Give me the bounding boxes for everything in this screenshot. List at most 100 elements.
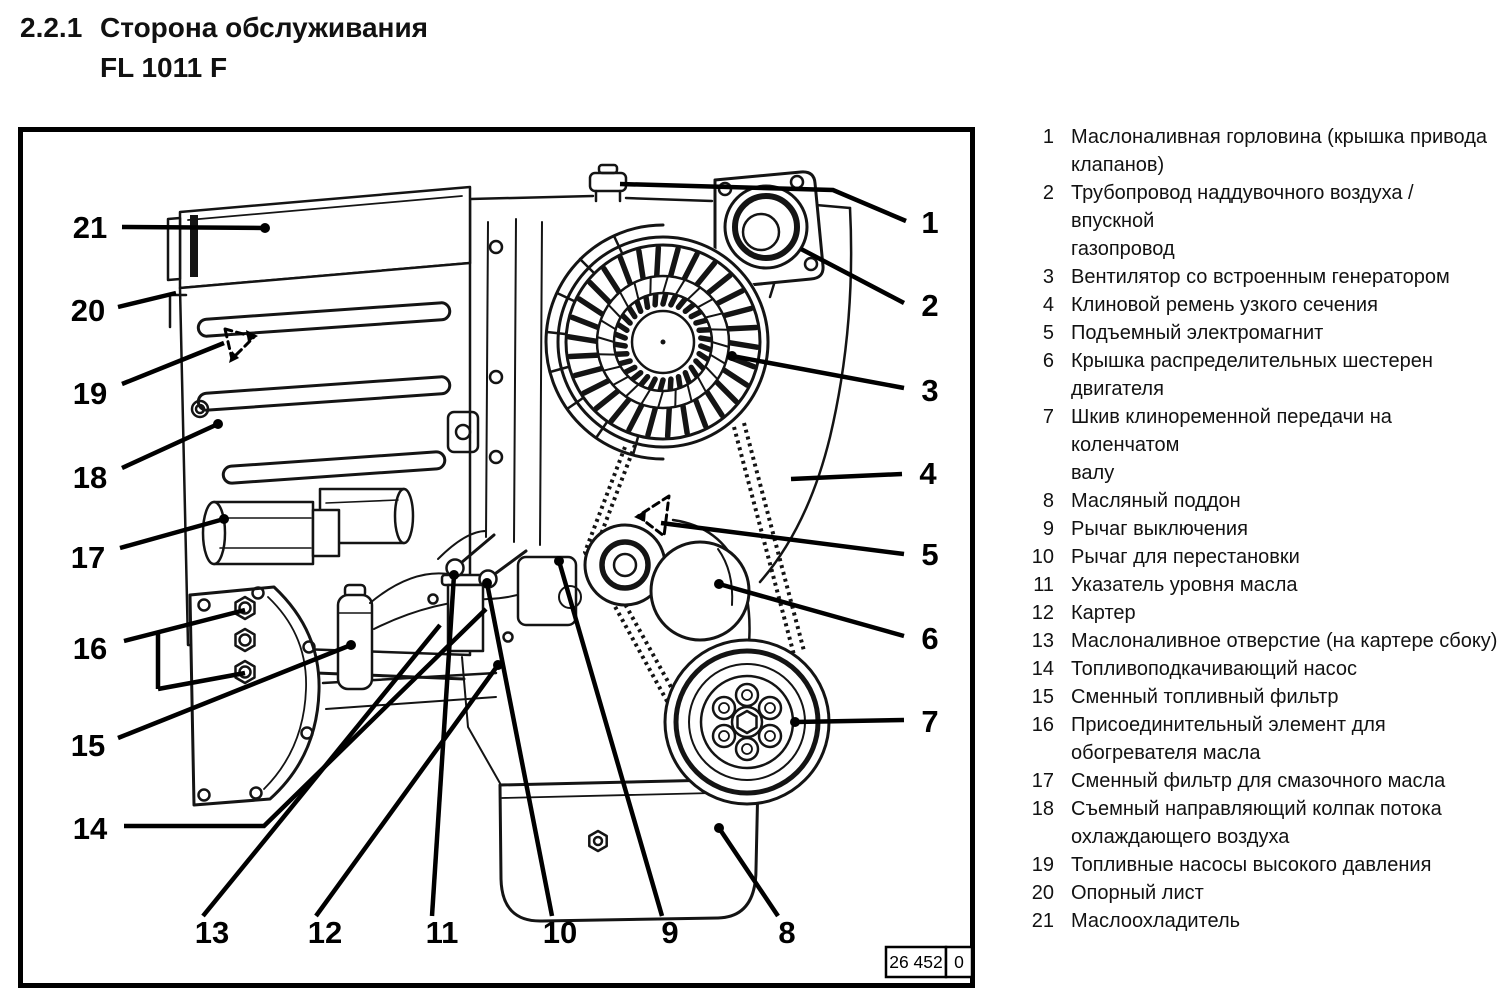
legend-item-6-number: 6 [1042,350,1054,372]
figure-code-box: 26 452 0 [884,945,974,979]
legend-item-15-number: 15 [1031,686,1054,708]
callout-16-label: 16 [73,631,107,666]
legend-item-12: 12 Картер [1028,599,1500,627]
legend-item-9-text: Рычаг выключения [1071,518,1248,540]
legend-item-15: 15 Сменный топливный фильтр [1028,683,1500,711]
section-heading: 2.2.1 Сторона обслуживания FL 1011 F [20,8,428,88]
callout-10-label: 10 [543,915,577,950]
legend-item-5-text: Подъемный электромагнит [1071,322,1324,344]
lifting-magnet-arrow-icon [636,494,671,538]
legend-item-17-number: 17 [1031,770,1054,792]
crank-pulley-drawing [663,638,831,806]
legend-item-21: 21 Маслоохладитель [1028,907,1500,935]
legend-item-17-text: Сменный фильтр для смазочного масла [1071,770,1446,792]
callout-leader-lines [117,181,907,918]
engine-diagram-figure: 1 2 3 4 5 6 7 8 9 10 11 12 13 14 15 16 1… [18,127,975,988]
legend-item-17: 17 Сменный фильтр для смазочного масла [1028,767,1500,795]
callout-7-label: 7 [921,704,938,739]
callout-17-label: 17 [71,540,105,575]
legend-item-16: 16 Присоединительный элемент для обогрева… [1028,711,1500,767]
legend-item-9-number: 9 [1042,518,1054,540]
tensioner-pulley-drawing [583,523,751,642]
section-title-line2: FL 1011 F [100,52,228,83]
legend-item-16-number: 16 [1031,714,1054,736]
section-title: Сторона обслуживания FL 1011 F [100,8,428,88]
legend-item-14-text: Топливоподкачивающий насос [1071,658,1358,680]
callout-15-label: 15 [71,728,105,763]
callout-1-label: 1 [921,205,938,240]
engine-drawing [166,163,853,923]
figure-revision: 0 [954,952,964,972]
legend-item-8-number: 8 [1042,490,1054,512]
legend-item-21-text: Маслоохладитель [1071,910,1241,932]
legend-item-5-number: 5 [1042,322,1054,344]
legend-item-16-text: Присоединительный элемент для обогревате… [1071,714,1386,764]
legend: 1 Маслоналивная горловина (крышка привода… [1028,123,1500,935]
legend-item-1: 1 Маслоналивная горловина (крышка привода… [1028,123,1500,179]
legend-item-13-number: 13 [1031,630,1054,652]
legend-item-18: 18 Съемный направляющий колпак потока охл… [1028,795,1500,851]
legend-item-18-number: 18 [1031,798,1054,820]
section-number: 2.2.1 [20,12,83,43]
legend-item-3: 3 Вентилятор со встроенным генератором [1028,263,1500,291]
callout-leader-dots [213,223,800,833]
legend-item-5: 5 Подъемный электромагнит [1028,319,1500,347]
legend-item-8-text: Масляный поддон [1071,490,1241,512]
legend-item-19: 19 Топливные насосы высокого давления [1028,851,1500,879]
callout-19-label: 19 [73,376,107,411]
legend-item-11-text: Указатель уровня масла [1071,574,1298,596]
hidden-pumps-arrow-icon [223,327,256,361]
oil-cooler-drawing [166,185,472,290]
callout-18-label: 18 [73,460,107,495]
callout-3-label: 3 [921,373,938,408]
legend-item-18-text: Съемный направляющий колпак потока охлаж… [1071,798,1442,848]
figure-frame [18,127,975,988]
legend-item-15-text: Сменный топливный фильтр [1071,686,1339,708]
legend-item-2-text: Трубопровод наддувочного воздуха / впуск… [1071,182,1414,260]
oil-filter-drawing [201,487,415,566]
legend-item-6-text: Крышка распределительных шестерен двигат… [1071,350,1433,400]
callout-13-label: 13 [195,915,229,950]
legend-item-3-number: 3 [1042,266,1054,288]
legend-item-2-number: 2 [1042,182,1054,204]
callout-11-label: 11 [426,915,459,950]
callout-8-label: 8 [778,915,795,950]
callout-21-label: 21 [73,210,107,245]
callout-14-label: 14 [73,811,108,846]
callout-numbers: 1 2 3 4 5 6 7 8 9 10 11 12 13 14 15 16 1… [71,205,939,950]
legend-item-1-number: 1 [1042,126,1054,148]
callout-12-label: 12 [308,915,342,950]
legend-item-9: 9 Рычаг выключения [1028,515,1500,543]
legend-item-10-text: Рычаг для перестановки [1071,546,1300,568]
callout-2-label: 2 [921,288,938,323]
legend-item-7: 7 Шкив клиноременной передачи на коленчат… [1028,403,1500,487]
legend-item-20-text: Опорный лист [1071,882,1204,904]
legend-item-4-number: 4 [1042,294,1054,316]
callout-5-label: 5 [921,537,938,572]
callout-9-label: 9 [661,915,678,950]
legend-item-1-text: Маслоналивная горловина (крышка привода … [1071,126,1487,176]
legend-item-19-text: Топливные насосы высокого давления [1071,854,1432,876]
legend-item-11: 11 Указатель уровня масла [1028,571,1500,599]
figure-code: 26 452 [889,952,943,972]
section-title-line1: Сторона обслуживания [100,12,429,43]
flywheel-housing-drawing [188,585,321,807]
callout-20-label: 20 [71,293,105,328]
legend-item-14: 14 Топливоподкачивающий насос [1028,655,1500,683]
legend-item-12-text: Картер [1071,602,1136,624]
legend-item-2: 2 Трубопровод наддувочного воздуха / впус… [1028,179,1500,263]
callout-4-label: 4 [919,456,937,491]
legend-item-12-number: 12 [1031,602,1054,624]
legend-item-6: 6 Крышка распределительных шестерен двига… [1028,347,1500,403]
cooling-fan-drawing [544,223,770,461]
legend-item-4-text: Клиновой ремень узкого сечения [1071,294,1378,316]
legend-item-7-number: 7 [1042,406,1054,428]
legend-item-11-number: 11 [1033,574,1054,596]
legend-item-21-number: 21 [1031,910,1054,932]
legend-item-19-number: 19 [1031,854,1054,876]
legend-item-3-text: Вентилятор со встроенным генератором [1071,266,1450,288]
legend-item-14-number: 14 [1031,658,1054,680]
legend-item-7-text: Шкив клиноременной передачи на коленчато… [1071,406,1392,484]
